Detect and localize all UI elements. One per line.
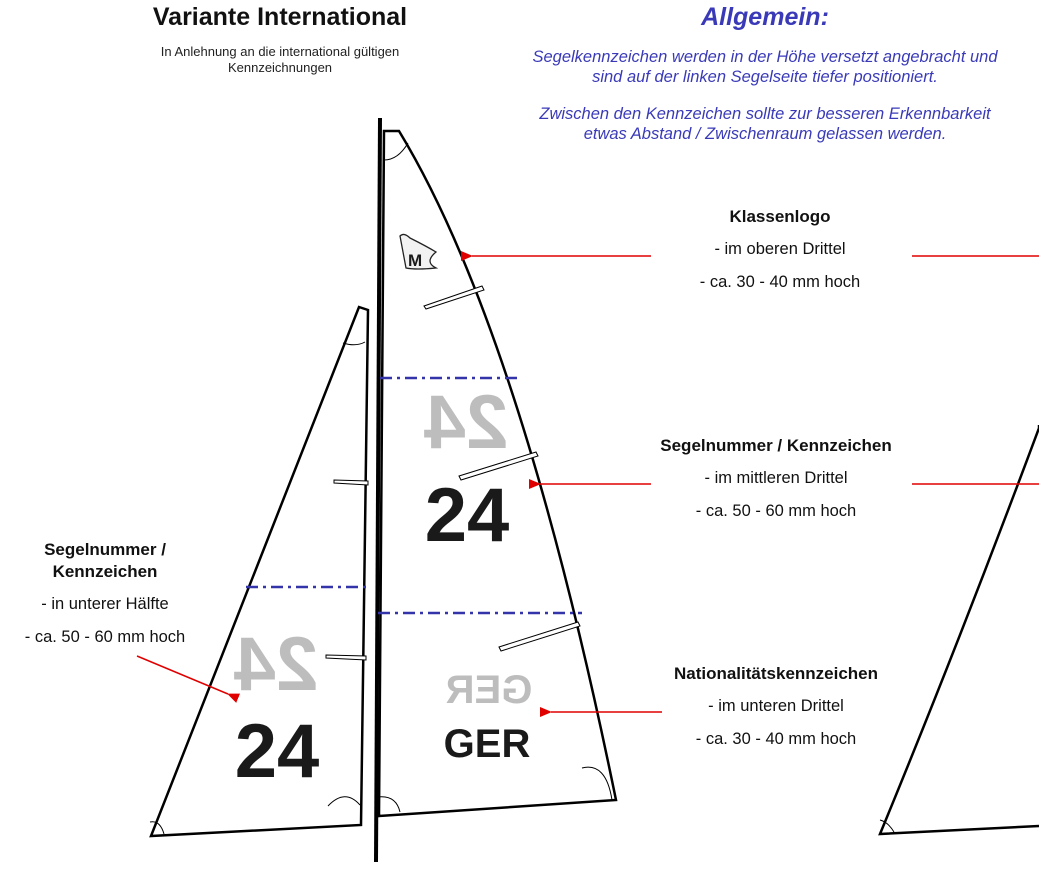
right-sail-arc: [879, 819, 895, 833]
label-sail-number-jib: Segelnummer / Kennzeichen - in unterer H…: [0, 539, 210, 647]
class-logo: M: [399, 233, 439, 270]
class-logo-letter: M: [408, 251, 422, 270]
page-title: Variante International: [152, 3, 408, 31]
subtitle-line-1: In Anlehnung an die international gültig…: [160, 44, 400, 59]
main-number-ghost: 24: [424, 380, 509, 465]
label-class-logo-line-2: - ca. 30 - 40 mm hoch: [699, 273, 861, 291]
label-sail-number-jib-head-1: Segelnummer /: [44, 540, 166, 559]
jib-clew-arc: [327, 796, 361, 807]
main-tack-arc: [377, 796, 401, 813]
general-paragraph-1: Segelkennzeichen werden in der Höhe vers…: [470, 47, 1039, 87]
jib-number-ghost: 24: [234, 622, 319, 707]
label-class-logo-head: Klassenlogo: [729, 207, 831, 226]
label-class-logo: Klassenlogo - im oberen Drittel - ca. 30…: [655, 206, 905, 292]
label-sail-number-jib-line-2: - ca. 50 - 60 mm hoch: [24, 628, 186, 646]
jib: [149, 305, 370, 838]
jib-number-ghost-group: 24: [234, 622, 319, 707]
general-p2-line-2: etwas Abstand / Zwischenraum gelassen we…: [583, 125, 947, 143]
label-nationality-line-2: - ca. 30 - 40 mm hoch: [695, 730, 857, 748]
mast: [374, 117, 382, 863]
nation-mark: GER: [444, 722, 531, 766]
arrow-jib-number: [136, 655, 241, 703]
general-p1-line-2: sind auf der linken Segelseite tiefer po…: [592, 68, 938, 86]
main-clew-arc: [581, 766, 613, 801]
label-sail-number-main-head: Segelnummer / Kennzeichen: [660, 436, 892, 455]
general-p2-line-1: Zwischen den Kennzeichen sollte zur bess…: [539, 105, 991, 123]
batten-1: [423, 285, 485, 310]
main-number: 24: [425, 473, 510, 558]
nation-ghost-group: GER: [446, 668, 533, 712]
label-nationality-line-1: - im unteren Drittel: [708, 697, 844, 715]
jib-tack-arc: [149, 821, 165, 835]
main-number-ghost-group: 24: [424, 380, 509, 465]
label-sail-number-jib-head-2: Kennzeichen: [52, 562, 158, 581]
right-sail-edge: [878, 425, 1039, 836]
label-sail-number-main-line-2: - ca. 50 - 60 mm hoch: [695, 502, 857, 520]
batten-2: [458, 451, 539, 481]
label-sail-number-jib-line-1: - in unterer Hälfte: [41, 595, 169, 613]
general-paragraph-2: Zwischen den Kennzeichen sollte zur bess…: [470, 104, 1039, 144]
jib-number: 24: [235, 709, 320, 794]
label-class-logo-line-1: - im oberen Drittel: [714, 240, 846, 258]
batten-3: [498, 621, 581, 652]
subtitle-line-2: Kennzeichnungen: [227, 60, 333, 75]
jib-head-arc: [342, 341, 366, 346]
label-nationality: Nationalitätskennzeichen - im unteren Dr…: [651, 663, 901, 749]
page-subtitle: In Anlehnung an die international gültig…: [110, 44, 450, 76]
jib-batten-1: [333, 479, 369, 486]
nation-ghost: GER: [446, 668, 533, 712]
main-head-arc: [383, 142, 409, 161]
label-sail-number-main-line-1: - im mittleren Drittel: [704, 469, 848, 487]
label-nationality-head: Nationalitätskennzeichen: [673, 664, 879, 683]
general-p1-line-1: Segelkennzeichen werden in der Höhe vers…: [532, 48, 998, 66]
label-sail-number-main: Segelnummer / Kennzeichen - im mittleren…: [636, 435, 916, 521]
general-title: Allgemein:: [701, 3, 829, 31]
jib-batten-2: [325, 654, 367, 661]
